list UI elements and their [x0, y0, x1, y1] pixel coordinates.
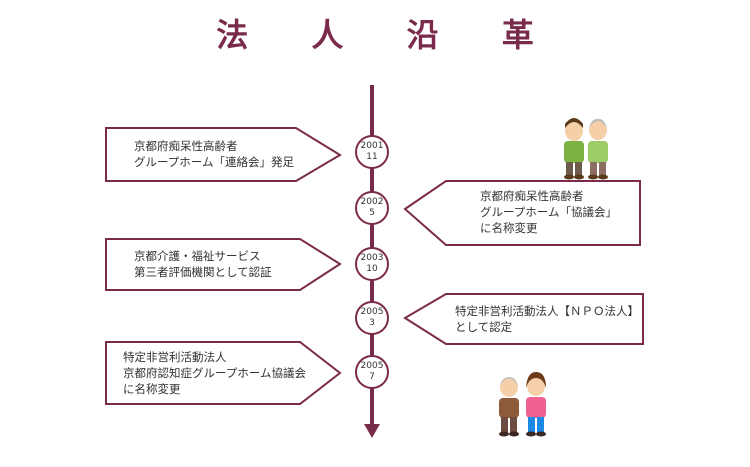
date-year: 2003 — [360, 253, 384, 263]
date-label-2: 2002 5 — [354, 197, 390, 219]
event-line: として認定 — [455, 320, 513, 334]
timeline-arrowhead — [364, 424, 380, 438]
date-circle-3 — [355, 247, 389, 281]
date-year: 2005 — [360, 361, 384, 371]
date-circle-2 — [355, 191, 389, 225]
event-line: 京都府痴呆性高齢者 — [134, 139, 238, 153]
date-circle-5 — [355, 355, 389, 389]
event-text-2: 京都府痴呆性高齢者 グループホーム「協議会」 に名称変更 — [480, 188, 617, 236]
date-year: 2005 — [360, 307, 384, 317]
event-line: 京都府痴呆性高齢者 — [480, 189, 584, 203]
date-label-1: 2001 11 — [354, 141, 390, 163]
date-month: 7 — [369, 372, 375, 382]
event-text-3: 京都介護・福祉サービス 第三者評価機関として認証 — [134, 248, 272, 280]
date-year: 2001 — [360, 141, 384, 151]
event-box-2 — [403, 180, 641, 246]
date-month: 11 — [366, 152, 378, 162]
elderly-couple-illustration — [564, 118, 608, 180]
page-title: 法 人 沿 革 — [216, 16, 560, 54]
event-text-5: 特定非営利活動法人 京都府認知症グループホーム協議会 に名称変更 — [123, 349, 306, 397]
date-circle-4 — [355, 301, 389, 335]
caregiver-couple-illustration — [499, 372, 546, 437]
date-label-5: 2005 7 — [354, 361, 390, 383]
event-line: グループホーム「協議会」 — [480, 205, 617, 219]
event-line: に名称変更 — [480, 221, 538, 235]
event-line: 京都府認知症グループホーム協議会 — [123, 366, 306, 380]
date-month: 5 — [369, 208, 375, 218]
event-text-4: 特定非営利活動法人【ＮＰＯ法人】 として認定 — [455, 303, 639, 335]
event-line: 特定非営利活動法人【ＮＰＯ法人】 — [455, 304, 639, 318]
date-circle-1 — [355, 135, 389, 169]
date-label-3: 2003 10 — [354, 253, 390, 275]
date-year: 2002 — [360, 197, 384, 207]
event-box-5 — [105, 341, 342, 405]
event-box-1 — [105, 127, 342, 182]
event-line: グループホーム「連絡会」発足 — [134, 155, 294, 169]
date-month: 10 — [366, 264, 378, 274]
date-label-4: 2005 3 — [354, 307, 390, 329]
date-month: 3 — [369, 318, 375, 328]
event-box-4 — [403, 293, 644, 345]
event-text-1: 京都府痴呆性高齢者 グループホーム「連絡会」発足 — [134, 138, 294, 170]
event-box-3 — [105, 238, 342, 291]
event-line: 京都介護・福祉サービス — [134, 249, 261, 263]
event-line: 特定非営利活動法人 — [123, 350, 227, 364]
event-line: 第三者評価機関として認証 — [134, 265, 272, 279]
event-line: に名称変更 — [123, 382, 181, 396]
